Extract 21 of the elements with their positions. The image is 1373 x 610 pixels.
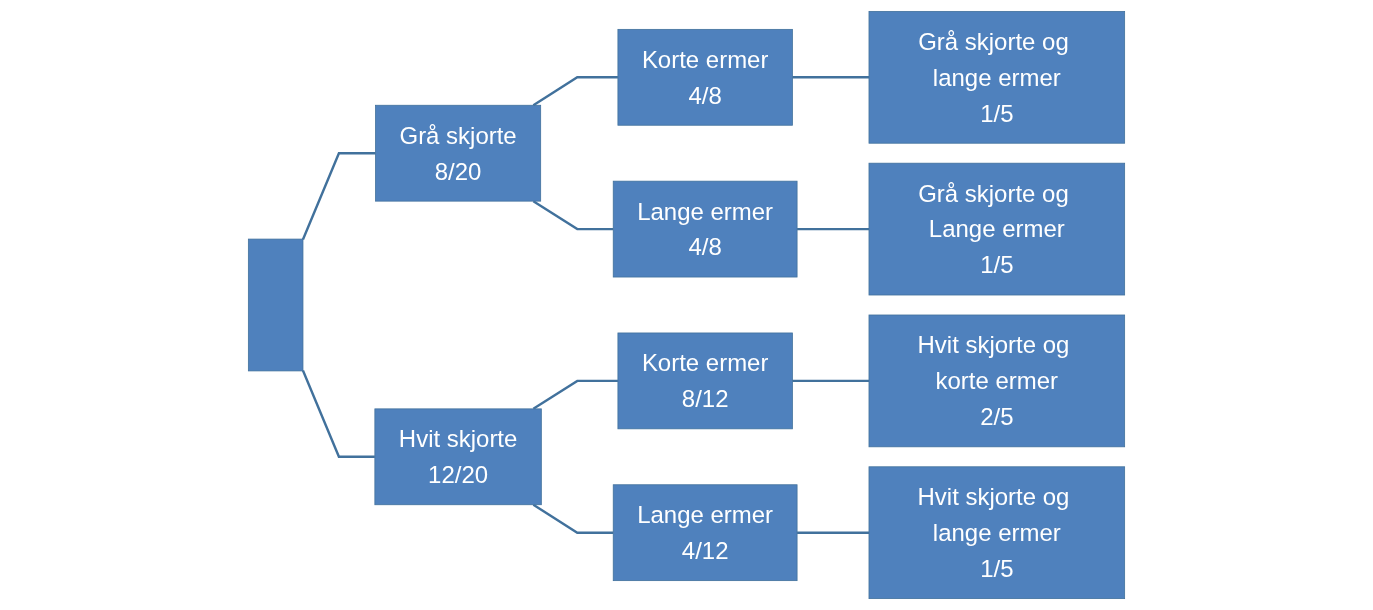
node-box: Grå skjorte 8/20	[375, 104, 542, 202]
connector	[792, 379, 869, 383]
connector	[301, 152, 376, 240]
node-box: Hvit skjorte og korte ermer 2/5	[868, 314, 1126, 448]
node-box: Lange ermer 4/8	[612, 180, 798, 278]
node-box: Hvit skjorte og lange ermer 1/5	[868, 466, 1126, 599]
node-box: Hvit skjorte 12/20	[374, 408, 542, 506]
connector	[797, 531, 869, 534]
connector	[797, 227, 869, 231]
node-box: Lange ermer 4/12	[612, 484, 798, 582]
connector	[532, 503, 614, 534]
connector	[301, 370, 375, 458]
connector	[792, 76, 869, 79]
connector	[532, 200, 614, 231]
connector	[532, 379, 618, 410]
node-box: Korte ermer 4/8	[617, 28, 793, 126]
node-box: Grå skjorte og Lange ermer 1/5	[868, 162, 1126, 296]
node-box: Grå skjorte og lange ermer 1/5	[868, 11, 1126, 144]
connector	[532, 76, 618, 107]
node-box	[247, 238, 304, 372]
node-box: Korte ermer 8/12	[617, 332, 793, 430]
